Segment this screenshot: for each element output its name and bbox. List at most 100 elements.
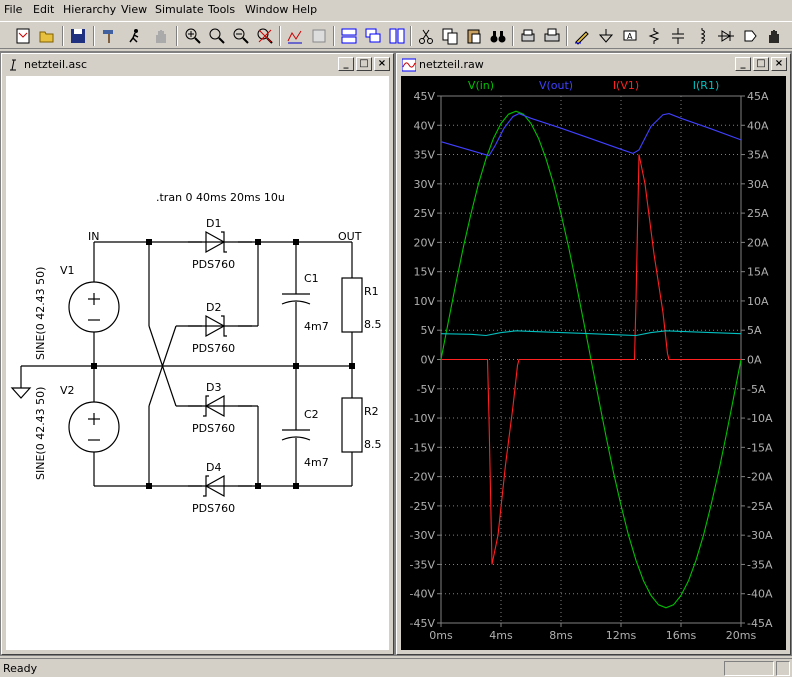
maximize-button[interactable]: □ <box>356 57 372 71</box>
draw-wire-pencil-icon[interactable] <box>571 25 593 47</box>
d3-name[interactable]: D3 <box>206 381 221 394</box>
trace-i-r1 <box>440 330 742 337</box>
schematic-titlebar[interactable]: netzteil.asc _ □ × <box>4 56 391 74</box>
y-tick-label-left: -40V <box>410 588 436 601</box>
inductor-icon[interactable] <box>691 25 713 47</box>
menu-bar: File Edit Hierarchy View Simulate Tools … <box>0 0 792 21</box>
trace-label-v-in: V(in) <box>468 79 494 92</box>
waveform-file-icon <box>402 58 416 72</box>
y-tick-label-left: -10V <box>410 412 436 425</box>
toolbar-separator <box>410 26 412 46</box>
toolbar-separator <box>62 26 64 46</box>
trace-i-v1 <box>441 154 741 565</box>
v2-name[interactable]: V2 <box>60 384 75 397</box>
x-tick-label: 12ms <box>606 629 637 642</box>
d3-model[interactable]: PDS760 <box>192 422 235 435</box>
y-tick-label-left: 25V <box>413 207 435 220</box>
r2-value[interactable]: 8.5 <box>364 438 382 451</box>
c2-value[interactable]: 4m7 <box>304 456 329 469</box>
tile-vertical-icon[interactable] <box>386 25 408 47</box>
save-icon[interactable] <box>67 25 89 47</box>
d2-model[interactable]: PDS760 <box>192 342 235 355</box>
paste-icon[interactable] <box>463 25 485 47</box>
net-label-in[interactable]: IN <box>88 230 99 243</box>
ground-icon[interactable] <box>595 25 617 47</box>
print-icon[interactable] <box>541 25 563 47</box>
schematic-drawing: .tran 0 40ms 20ms 10u IN OUT V1 V2 SINE(… <box>10 191 382 515</box>
v1-name[interactable]: V1 <box>60 264 75 277</box>
zoom-out-icon[interactable] <box>230 25 252 47</box>
d4-model[interactable]: PDS760 <box>192 502 235 515</box>
zoom-in-icon[interactable] <box>182 25 204 47</box>
waveform-grid-icon[interactable] <box>308 25 330 47</box>
v2-value[interactable]: SINE(0 42.43 50) <box>34 387 47 480</box>
toolbar-separator <box>176 26 178 46</box>
r1-name[interactable]: R1 <box>364 285 379 298</box>
y-tick-label-right: 40A <box>747 119 769 132</box>
minimize-button[interactable]: _ <box>735 57 751 71</box>
trace-label-i-v1: I(V1) <box>613 79 639 92</box>
d1-name[interactable]: D1 <box>206 217 221 230</box>
autorange-waveform-icon[interactable] <box>284 25 306 47</box>
net-label-out[interactable]: OUT <box>338 230 362 243</box>
y-tick-label-right: 30A <box>747 178 769 191</box>
y-tick-label-right: -30A <box>747 529 773 542</box>
pan-zoom-icon[interactable] <box>206 25 228 47</box>
y-tick-label-left: 45V <box>413 90 435 103</box>
minimize-button[interactable]: _ <box>338 57 354 71</box>
close-button[interactable]: × <box>771 57 787 71</box>
c1-name[interactable]: C1 <box>304 272 319 285</box>
menu-simulate[interactable]: Simulate <box>155 3 204 16</box>
c1-value[interactable]: 4m7 <box>304 320 329 333</box>
toolbar-separator <box>566 26 568 46</box>
y-tick-label-right: 35A <box>747 149 769 162</box>
zoom-fit-icon[interactable] <box>254 25 276 47</box>
y-tick-label-right: -40A <box>747 588 773 601</box>
print-preview-icon[interactable] <box>517 25 539 47</box>
y-tick-label-right: 0A <box>747 354 762 367</box>
v1-value[interactable]: SINE(0 42.43 50) <box>34 267 47 360</box>
toolbar-separator <box>93 26 95 46</box>
schematic-window-title: netzteil.asc <box>24 58 88 71</box>
maximize-button[interactable]: □ <box>753 57 769 71</box>
resistor-icon[interactable] <box>643 25 665 47</box>
d4-name[interactable]: D4 <box>206 461 221 474</box>
menu-file[interactable]: File <box>4 3 23 16</box>
run-simulation-icon[interactable] <box>124 25 146 47</box>
find-binoculars-icon[interactable] <box>487 25 509 47</box>
menu-hierarchy[interactable]: Hierarchy <box>63 3 117 16</box>
r1-value[interactable]: 8.5 <box>364 318 382 331</box>
move-hand-icon[interactable] <box>763 25 785 47</box>
d2-name[interactable]: D2 <box>206 301 221 314</box>
new-schematic-icon[interactable] <box>12 25 34 47</box>
menu-edit[interactable]: Edit <box>33 3 55 16</box>
schematic-canvas[interactable]: .tran 0 40ms 20ms 10u IN OUT V1 V2 SINE(… <box>6 76 389 650</box>
open-folder-icon[interactable] <box>36 25 58 47</box>
y-tick-label-left: 0V <box>420 354 435 367</box>
menu-view[interactable]: View <box>121 3 148 16</box>
menu-window[interactable]: Window <box>245 3 289 16</box>
cascade-windows-icon[interactable] <box>362 25 384 47</box>
y-tick-label-right: -25A <box>747 500 773 513</box>
r2-name[interactable]: R2 <box>364 405 379 418</box>
copy-icon[interactable] <box>439 25 461 47</box>
label-net-icon[interactable]: A <box>619 25 641 47</box>
tile-horizontal-icon[interactable] <box>338 25 360 47</box>
cut-scissors-icon[interactable] <box>415 25 437 47</box>
control-panel-hammer-icon[interactable] <box>98 25 120 47</box>
trace-label-v-out: V(out) <box>539 79 573 92</box>
menu-help[interactable]: Help <box>292 3 318 16</box>
y-tick-label-left: 10V <box>413 295 435 308</box>
tran-directive[interactable]: .tran 0 40ms 20ms 10u <box>156 191 285 204</box>
menu-tools[interactable]: Tools <box>208 3 236 16</box>
waveform-titlebar[interactable]: netzteil.raw _ □ × <box>399 56 788 74</box>
d1-model[interactable]: PDS760 <box>192 258 235 271</box>
c2-name[interactable]: C2 <box>304 408 319 421</box>
capacitor-icon[interactable] <box>667 25 689 47</box>
component-icon[interactable] <box>739 25 761 47</box>
halt-hand-icon[interactable] <box>150 25 172 47</box>
close-button[interactable]: × <box>374 57 390 71</box>
diode-icon[interactable] <box>715 25 737 47</box>
schematic-file-icon <box>10 59 16 71</box>
